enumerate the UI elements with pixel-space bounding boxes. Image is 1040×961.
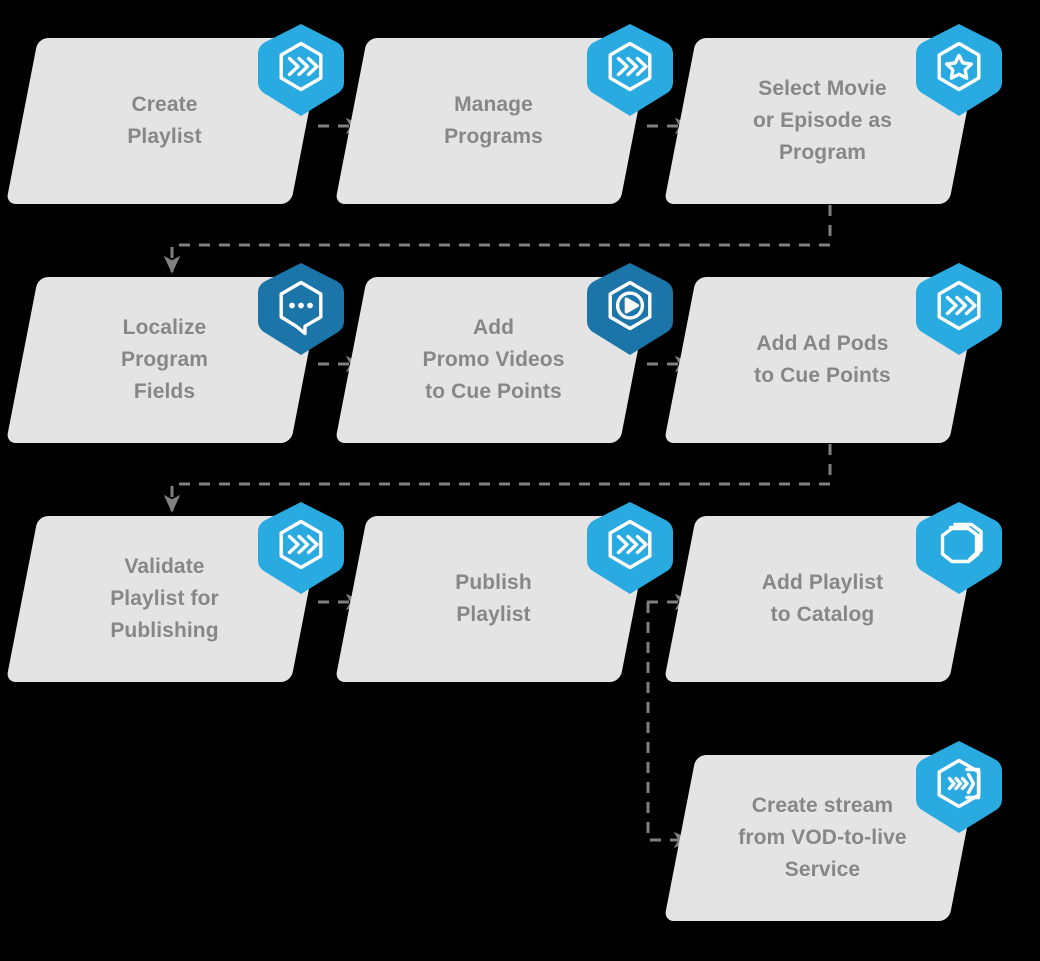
node-label: Publish Playlist — [455, 571, 532, 626]
node-label: Add Promo Videos to Cue Points — [422, 316, 565, 403]
flow-node-create-playlist[interactable]: Create Playlist — [5, 38, 324, 204]
layers-hexagon-icon — [916, 502, 1002, 594]
chevrons-hexagon-icon — [916, 263, 1002, 355]
flow-node-create-stream-vod-to-live[interactable]: Create stream from VOD-to-live Service — [663, 755, 982, 921]
badge-plate — [916, 502, 1002, 594]
badge-plate — [916, 24, 1002, 116]
node-label: Validate Playlist for Publishing — [110, 555, 219, 642]
badge-plate — [258, 24, 344, 116]
node-label: Add Playlist to Catalog — [761, 571, 884, 626]
badge-plate — [916, 263, 1002, 355]
badge-plate — [258, 502, 344, 594]
flow-node-localize-program-fields[interactable]: Localize Program Fields — [5, 277, 324, 443]
node-label: Localize Program Fields — [120, 316, 209, 403]
badge-plate — [587, 502, 673, 594]
stream-hexagon-icon — [916, 741, 1002, 833]
node-label: Create stream from VOD-to-live Service — [738, 794, 907, 881]
flow-node-add-ad-pods[interactable]: Add Ad Pods to Cue Points — [663, 277, 982, 443]
chevrons-hexagon-icon — [258, 24, 344, 116]
connector-select-to-localize — [163, 205, 832, 274]
flow-node-add-promo-videos[interactable]: Add Promo Videos to Cue Points — [334, 277, 653, 443]
badge-plate — [587, 24, 673, 116]
chat-bubble-hexagon-icon — [258, 263, 344, 355]
chevrons-hexagon-icon — [258, 502, 344, 594]
node-label: Manage Programs — [444, 93, 543, 148]
chevrons-hexagon-icon — [587, 502, 673, 594]
flow-node-publish-playlist[interactable]: Publish Playlist — [334, 516, 653, 682]
node-label: Create Playlist — [127, 93, 202, 148]
flow-node-manage-programs[interactable]: Manage Programs — [334, 38, 653, 204]
play-hexagon-icon — [587, 263, 673, 355]
connector-adpods-to-validate — [163, 444, 832, 513]
star-hexagon-icon — [916, 24, 1002, 116]
flow-node-validate-playlist[interactable]: Validate Playlist for Publishing — [5, 516, 324, 682]
node-label: Select Movie or Episode as Program — [752, 77, 892, 164]
node-label: Add Ad Pods to Cue Points — [754, 332, 891, 387]
chevrons-hexagon-icon — [587, 24, 673, 116]
flow-node-add-playlist-to-catalog[interactable]: Add Playlist to Catalog — [663, 516, 982, 682]
flow-node-select-movie-or-episode[interactable]: Select Movie or Episode as Program — [663, 38, 982, 204]
badge-plate — [258, 263, 344, 355]
